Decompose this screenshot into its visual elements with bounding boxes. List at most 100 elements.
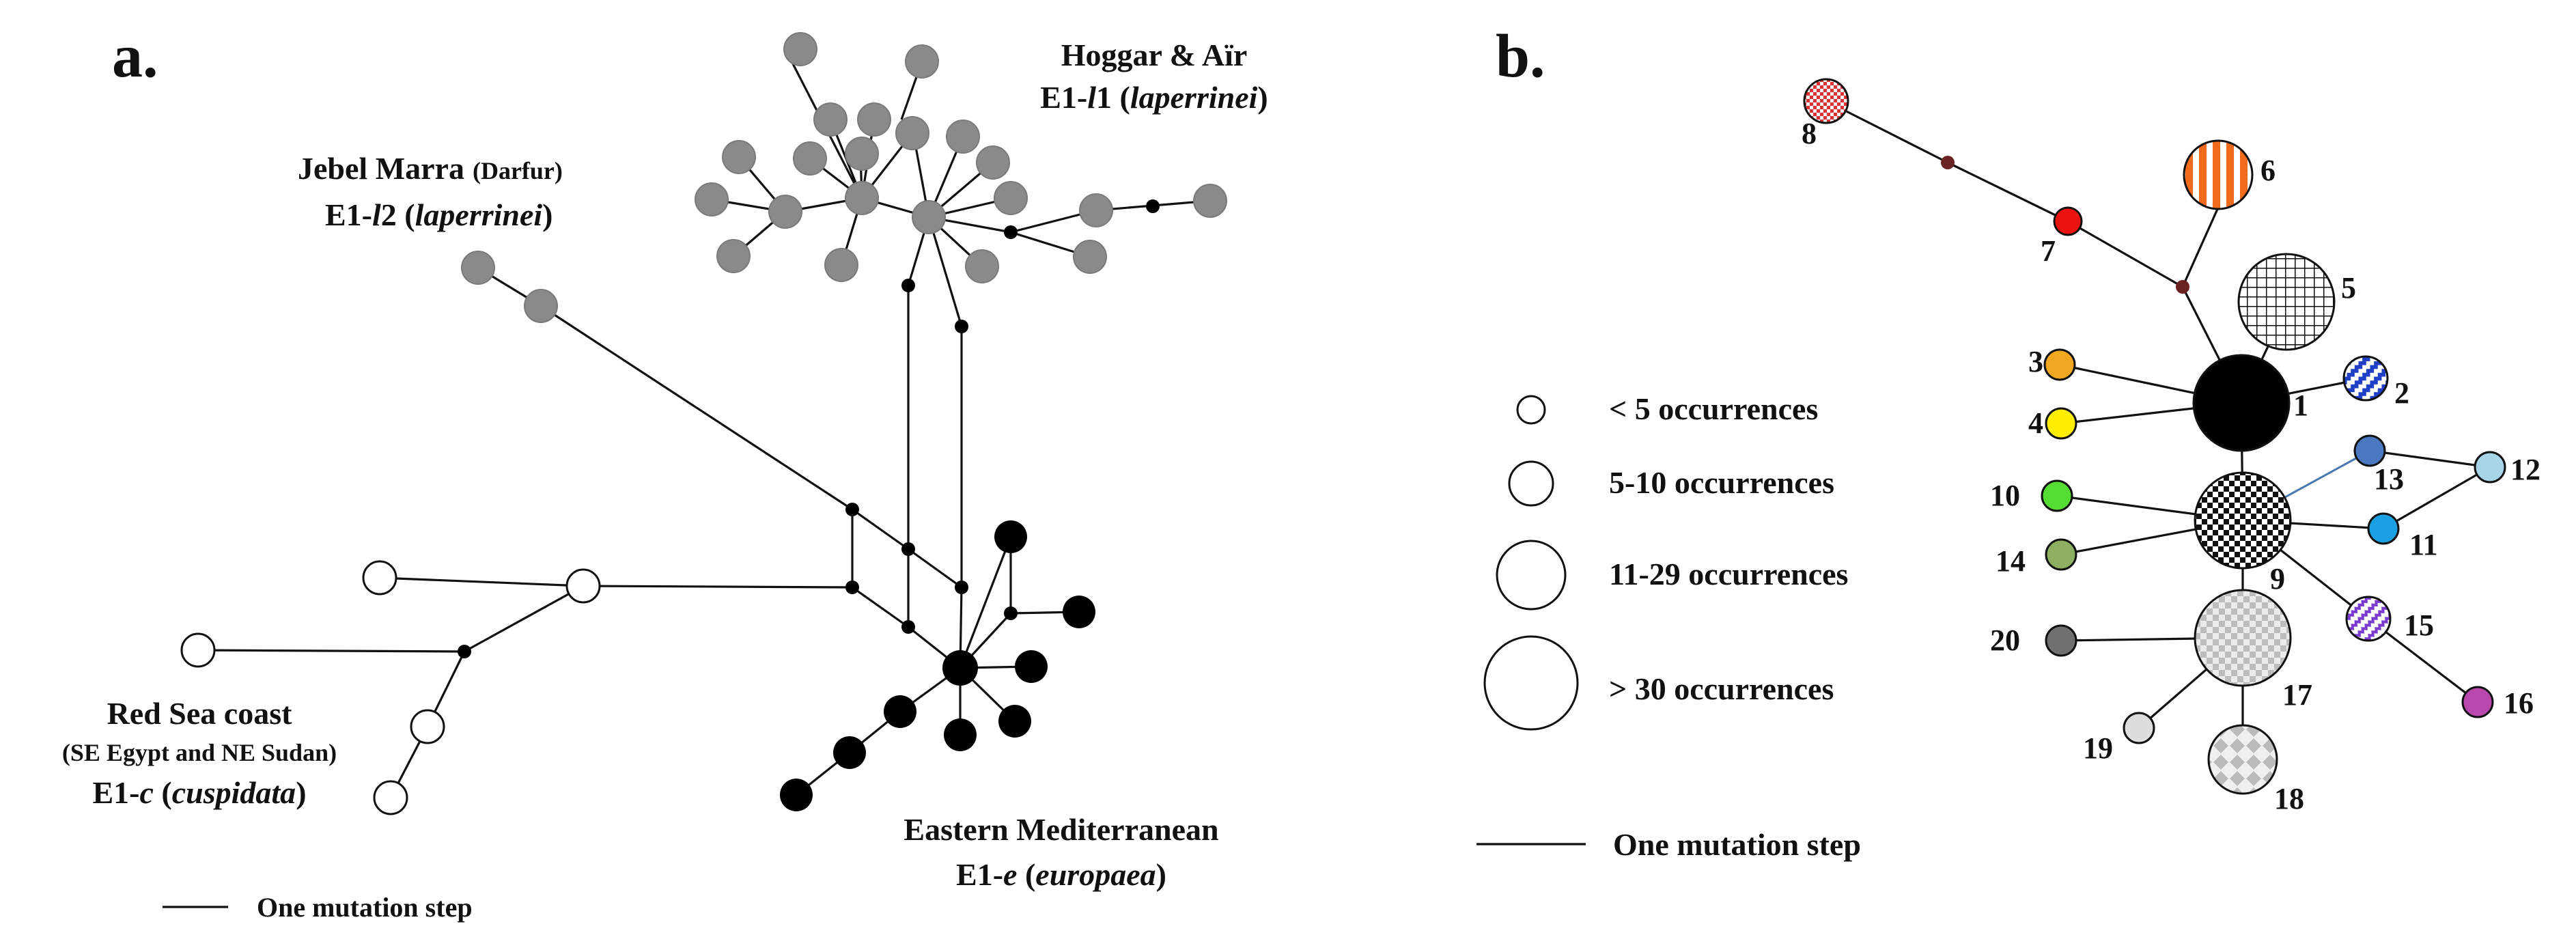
haplotype-14 <box>2045 538 2077 571</box>
median-vector <box>1146 199 1160 213</box>
label-hoggar-line1: Hoggar & Aïr <box>1061 38 1248 72</box>
haplotype-node-grey <box>946 120 980 154</box>
haplotype-label-18: 18 <box>2274 782 2304 815</box>
panel-b-label: b. <box>1496 23 1545 90</box>
haplotype-label-17: 17 <box>2282 678 2312 712</box>
haplotype-node-black <box>780 779 813 811</box>
haplotype-node-grey <box>1193 184 1227 218</box>
median-vector <box>845 503 859 516</box>
haplotype-node-grey <box>824 248 858 282</box>
haplotype-node-white <box>373 780 408 815</box>
haplotype-node-grey <box>994 181 1028 215</box>
haplotype-label-3: 3 <box>2028 345 2043 378</box>
haplotype-node-grey <box>813 102 848 137</box>
median-vector <box>1004 225 1018 239</box>
haplotype-node-grey <box>895 116 929 150</box>
panel-b: b. < 5 occurrences 5-10 occurrences 11-2… <box>1476 23 2540 862</box>
haplotype-node-grey <box>783 32 817 66</box>
haplotype-10 <box>2041 479 2073 512</box>
panel-b-nodes <box>1803 78 2506 795</box>
haplotype-node-grey <box>722 140 756 174</box>
haplotype-9 <box>2194 471 2292 570</box>
median-vector <box>901 279 915 292</box>
haplotype-20 <box>2045 624 2077 657</box>
scale-label-a: One mutation step <box>257 892 473 923</box>
haplotype-label-5: 5 <box>2341 271 2356 305</box>
haplotype-node-black <box>942 650 978 686</box>
panel-a-white-nodes <box>180 560 601 815</box>
panel-a-black-nodes <box>780 520 1095 811</box>
haplotype-node-grey <box>768 195 802 229</box>
haplotype-node-black <box>1063 596 1095 628</box>
haplotype-13 <box>2353 434 2386 467</box>
haplotype-node-grey <box>912 200 946 234</box>
haplotype-node-grey <box>1073 240 1107 274</box>
median-vector <box>1941 156 1955 169</box>
legend-label-3: 11-29 occurrences <box>1609 557 1848 591</box>
label-eastmed-line1: Eastern Mediterranean <box>904 812 1218 847</box>
panel-a: a. <box>62 23 1268 923</box>
haplotype-label-19: 19 <box>2083 731 2113 765</box>
haplotype-11 <box>2367 512 2400 545</box>
haplotype-label-11: 11 <box>2409 528 2438 561</box>
legend-circle-medium <box>1508 460 1554 507</box>
median-vector <box>955 320 968 333</box>
haplotype-node-grey <box>793 141 827 176</box>
haplotype-label-4: 4 <box>2028 406 2043 440</box>
haplotype-node-grey <box>461 251 495 285</box>
haplotype-node-grey <box>965 249 999 283</box>
haplotype-node-black <box>1015 650 1048 683</box>
haplotype-node-grey <box>524 289 558 323</box>
haplotype-node-black <box>994 520 1027 553</box>
haplotype-node-grey <box>976 145 1010 180</box>
haplotype-label-10: 10 <box>1990 479 2020 512</box>
haplotype-7 <box>2053 206 2083 236</box>
legend-circle-xlarge <box>1483 635 1579 731</box>
label-eastmed-line2: E1-e (europaea) <box>956 857 1166 892</box>
haplotype-15 <box>2345 596 2392 642</box>
haplotype-node-white <box>565 568 601 604</box>
label-redsea-line1: Red Sea coast <box>107 696 293 731</box>
haplotype-5 <box>2237 253 2336 351</box>
median-vector <box>901 620 915 634</box>
haplotype-label-9: 9 <box>2270 562 2285 596</box>
haplotype-1 <box>2192 354 2291 452</box>
label-redsea-line2: (SE Egypt and NE Sudan) <box>62 739 337 766</box>
label-jebel-line1: Jebel Marra(Darfur) <box>298 151 563 186</box>
haplotype-node-black <box>944 718 977 751</box>
panel-b-edges <box>1825 100 2491 759</box>
haplotype-label-6: 6 <box>2260 154 2276 187</box>
legend-circle-large <box>1496 540 1567 611</box>
haplotype-node-black <box>884 695 916 728</box>
haplotype-6 <box>2183 139 2254 210</box>
haplotype-8 <box>1803 78 1849 124</box>
scale-label-b: One mutation step <box>1613 827 1861 862</box>
label-redsea-line3: E1-c (cuspidata) <box>92 775 306 810</box>
haplotype-label-7: 7 <box>2041 234 2056 268</box>
haplotype-node-grey <box>845 181 879 215</box>
legend-label-4: > 30 occurrences <box>1609 671 1834 706</box>
haplotype-node-grey <box>845 137 879 171</box>
median-vector <box>955 581 968 594</box>
haplotype-node-grey <box>716 239 751 273</box>
haplotype-node-grey <box>857 102 891 137</box>
haplotype-label-15: 15 <box>2404 609 2434 642</box>
haplotype-node-grey <box>905 44 939 79</box>
haplotype-node-black <box>998 705 1031 738</box>
median-vector <box>901 542 915 556</box>
median-vector <box>845 581 859 594</box>
haplotype-node-white <box>362 560 397 596</box>
haplotype-18 <box>2207 724 2278 795</box>
panel-a-label: a. <box>112 23 158 90</box>
haplotype-3 <box>2043 348 2076 381</box>
haplotype-2 <box>2342 355 2389 402</box>
haplotype-label-16: 16 <box>2504 686 2534 720</box>
haplotype-node-black <box>833 736 866 769</box>
legend-label-2: 5-10 occurrences <box>1609 465 1834 500</box>
haplotype-node-white <box>180 632 216 668</box>
haplotype-label-12: 12 <box>2510 453 2540 486</box>
legend-label-1: < 5 occurrences <box>1609 391 1818 426</box>
haplotype-label-20: 20 <box>1990 624 2020 657</box>
haplotype-label-8: 8 <box>1802 117 1817 150</box>
median-vector <box>458 645 471 658</box>
